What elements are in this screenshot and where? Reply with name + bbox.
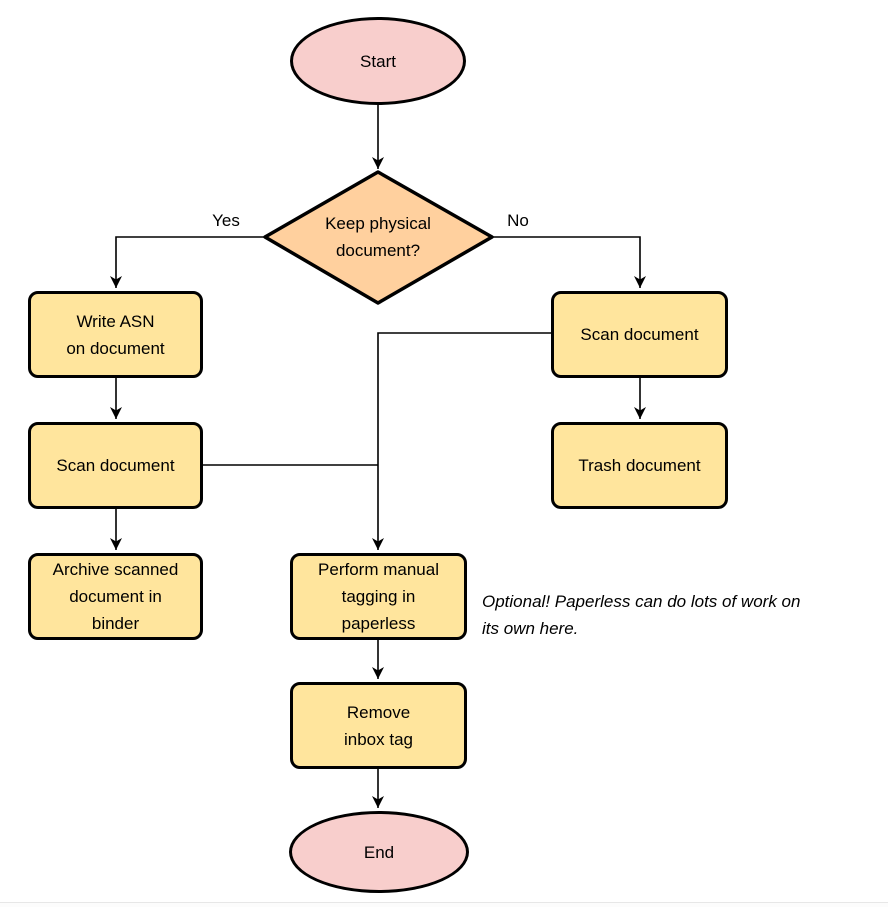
node-trash-document: Trash document	[551, 422, 728, 509]
node-write-asn: Write ASN on document	[28, 291, 203, 378]
node-start-label: Start	[360, 51, 396, 71]
node-scan-document-right-label: Scan document	[580, 325, 699, 344]
decision-shape	[263, 170, 494, 305]
node-scan-document-left-label: Scan document	[56, 456, 175, 475]
node-start: Start	[290, 17, 466, 105]
node-write-asn-label: Write ASN on document	[66, 311, 165, 358]
node-end: End	[289, 811, 469, 893]
node-trash-document-label: Trash document	[578, 456, 701, 475]
edge-yes-to-write-asn	[110, 236, 265, 288]
node-remove-inbox-tag-label: Remove inbox tag	[344, 702, 413, 749]
node-manual-tagging-label: Perform manual tagging in paperless	[318, 560, 439, 633]
node-manual-tagging: Perform manual tagging in paperless	[290, 553, 467, 640]
node-scan-document-left: Scan document	[28, 422, 203, 509]
edge-scan-right-to-tagging	[372, 332, 551, 550]
node-scan-document-right: Scan document	[551, 291, 728, 378]
node-decision-label: Keep physical document?	[325, 214, 431, 260]
edge-label-yes: Yes	[212, 211, 240, 230]
annotation-optional-note: Optional! Paperless can do lots of work …	[482, 592, 801, 638]
edge-no-to-scan-right	[492, 236, 646, 288]
edge-label-no: No	[507, 211, 529, 230]
node-archive-binder-label: Archive scanned document in binder	[52, 560, 179, 633]
node-archive-binder: Archive scanned document in binder	[28, 553, 203, 640]
node-end-label: End	[363, 842, 395, 862]
bottom-divider	[0, 902, 888, 907]
node-remove-inbox-tag: Remove inbox tag	[290, 682, 467, 769]
